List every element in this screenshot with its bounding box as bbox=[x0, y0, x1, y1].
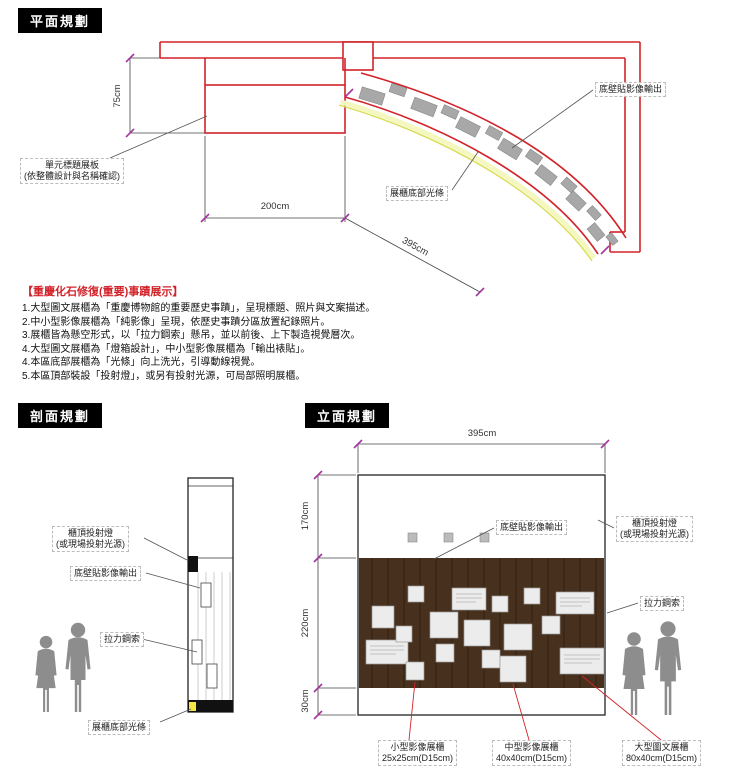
elevation-label-case-medium: 中型影像展櫃 40x40cm(D15cm) bbox=[492, 740, 572, 766]
note-line: 3.展櫃皆為懸空形式，以「拉力鋼索」懸吊，並以前後、上下製造視覺層次。 bbox=[22, 330, 361, 341]
plan-section-header: 平面規劃 bbox=[18, 8, 103, 33]
note-line: 5.本區頂部裝設「投射燈」，或另有投射光源，可局部照明展櫃。 bbox=[22, 370, 306, 382]
section-projector-light bbox=[188, 556, 198, 572]
elevation-label-top-light-line2: (或現場投射光源) bbox=[620, 529, 689, 539]
plan-dim-75-label: 75cm bbox=[112, 84, 123, 107]
plan-drawing: 75cm 395cm bbox=[109, 41, 641, 297]
case-large-size: 80x40cm(D15cm) bbox=[626, 753, 698, 763]
elevation-dim-170-label: 170cm bbox=[300, 502, 311, 531]
elevation-ceiling-lights bbox=[407, 532, 490, 543]
case-small-size: 25x25cm(D15cm) bbox=[382, 753, 454, 763]
elevation-dim-30-label: 30cm bbox=[300, 689, 311, 712]
plan-wall-lines bbox=[159, 41, 641, 255]
section-base bbox=[188, 700, 233, 712]
plan-dimension-ticks bbox=[125, 53, 610, 297]
elevation-drawing: 170cm 220cm 30cm bbox=[300, 439, 682, 741]
elevation-label-wall-output: 底壁貼影像輸出 bbox=[496, 520, 568, 535]
elevation-dim-220-label: 220cm bbox=[300, 609, 311, 638]
elevation-label-top-light: 櫃頂投射燈 (或現場投射光源) bbox=[616, 516, 693, 542]
elevation-visitor-silhouettes bbox=[622, 621, 682, 715]
section-label-wall-output: 底壁貼影像輸出 bbox=[70, 566, 142, 581]
case-medium-name: 中型影像展櫃 bbox=[504, 742, 559, 752]
plan-dim-200-label: 200cm bbox=[260, 201, 290, 212]
elevation-label-case-large: 大型圖文展櫃 80x40cm(D15cm) bbox=[622, 740, 702, 766]
section-visitor-silhouettes bbox=[35, 622, 91, 712]
section-label-bottom-light: 展櫃底部光條 bbox=[88, 720, 151, 735]
case-large-name: 大型圖文展櫃 bbox=[634, 742, 689, 752]
section-label-top-light: 櫃頂投射燈 (或現場投射光源) bbox=[52, 526, 129, 552]
plan-photo-panels bbox=[358, 82, 619, 246]
elevation-dim-width-label: 395cm bbox=[467, 428, 497, 439]
elevation-label-top-light-line1: 櫃頂投射燈 bbox=[631, 518, 677, 528]
elevation-label-cable: 拉力鋼索 bbox=[640, 596, 685, 611]
section-label-cable: 拉力鋼索 bbox=[100, 632, 145, 647]
notes-title: 【重慶化石修復(重要)事蹟展示】 bbox=[22, 286, 184, 298]
section-label-top-light-line1: 櫃頂投射燈 bbox=[67, 528, 113, 538]
notes-block: 【重慶化石修復(重要)事蹟展示】 1.大型圖文展櫃為「重慶博物館的重要歷史事蹟」… bbox=[22, 283, 552, 383]
note-line: 2.中小型影像展櫃為「純影像」呈現，依歷史事蹟分區放置紀錄照片。 bbox=[22, 316, 331, 328]
plan-label-unit-board-line2: (依整體設計與名稱確認) bbox=[24, 171, 120, 181]
plan-leader-lines bbox=[109, 89, 594, 191]
curve-light-strip bbox=[338, 99, 597, 262]
elevation-leader-lines bbox=[433, 519, 639, 614]
elevation-display-frames bbox=[365, 585, 605, 683]
plan-label-bottom-light: 展櫃底部光條 bbox=[386, 186, 449, 201]
plan-label-unit-board: 單元標題展板 (依整體設計與名稱確認) bbox=[20, 158, 124, 184]
plan-dimension-lines bbox=[129, 57, 481, 293]
unit-title-board bbox=[204, 84, 346, 134]
elevation-label-case-small: 小型影像展櫃 25x25cm(D15cm) bbox=[378, 740, 458, 766]
case-small-name: 小型影像展櫃 bbox=[390, 742, 445, 752]
elevation-case-leader-lines bbox=[408, 675, 662, 741]
curved-wall-outer bbox=[344, 96, 599, 255]
note-line: 4.大型圖文展櫃為「燈箱設計」，中小型影像展櫃為「輸出裱貼」。 bbox=[22, 343, 311, 355]
plan-label-wall-output: 底壁貼影像輸出 bbox=[595, 82, 667, 97]
case-medium-size: 40x40cm(D15cm) bbox=[496, 753, 568, 763]
elevation-section-header: 立面規劃 bbox=[305, 403, 390, 428]
section-drawing bbox=[35, 477, 234, 723]
section-section-header: 剖面規劃 bbox=[18, 403, 103, 428]
note-line: 1.大型圖文展櫃為「重慶博物館的重要歷史事蹟」，呈現標題、照片與文案描述。 bbox=[22, 303, 376, 314]
section-label-top-light-line2: (或現場投射光源) bbox=[56, 539, 125, 549]
note-line: 4.本區底部展櫃為「光條」向上洗光，引導動線視覺。 bbox=[22, 357, 261, 368]
elevation-dimension-lines bbox=[317, 443, 606, 716]
section-leader-lines bbox=[141, 537, 201, 723]
plan-label-unit-board-line1: 單元標題展板 bbox=[44, 160, 99, 170]
elevation-dimension-ticks bbox=[313, 439, 610, 720]
section-bottom-light bbox=[189, 702, 196, 711]
curved-wall-inner bbox=[360, 72, 627, 239]
plan-dim-395-label: 395cm bbox=[400, 235, 430, 258]
